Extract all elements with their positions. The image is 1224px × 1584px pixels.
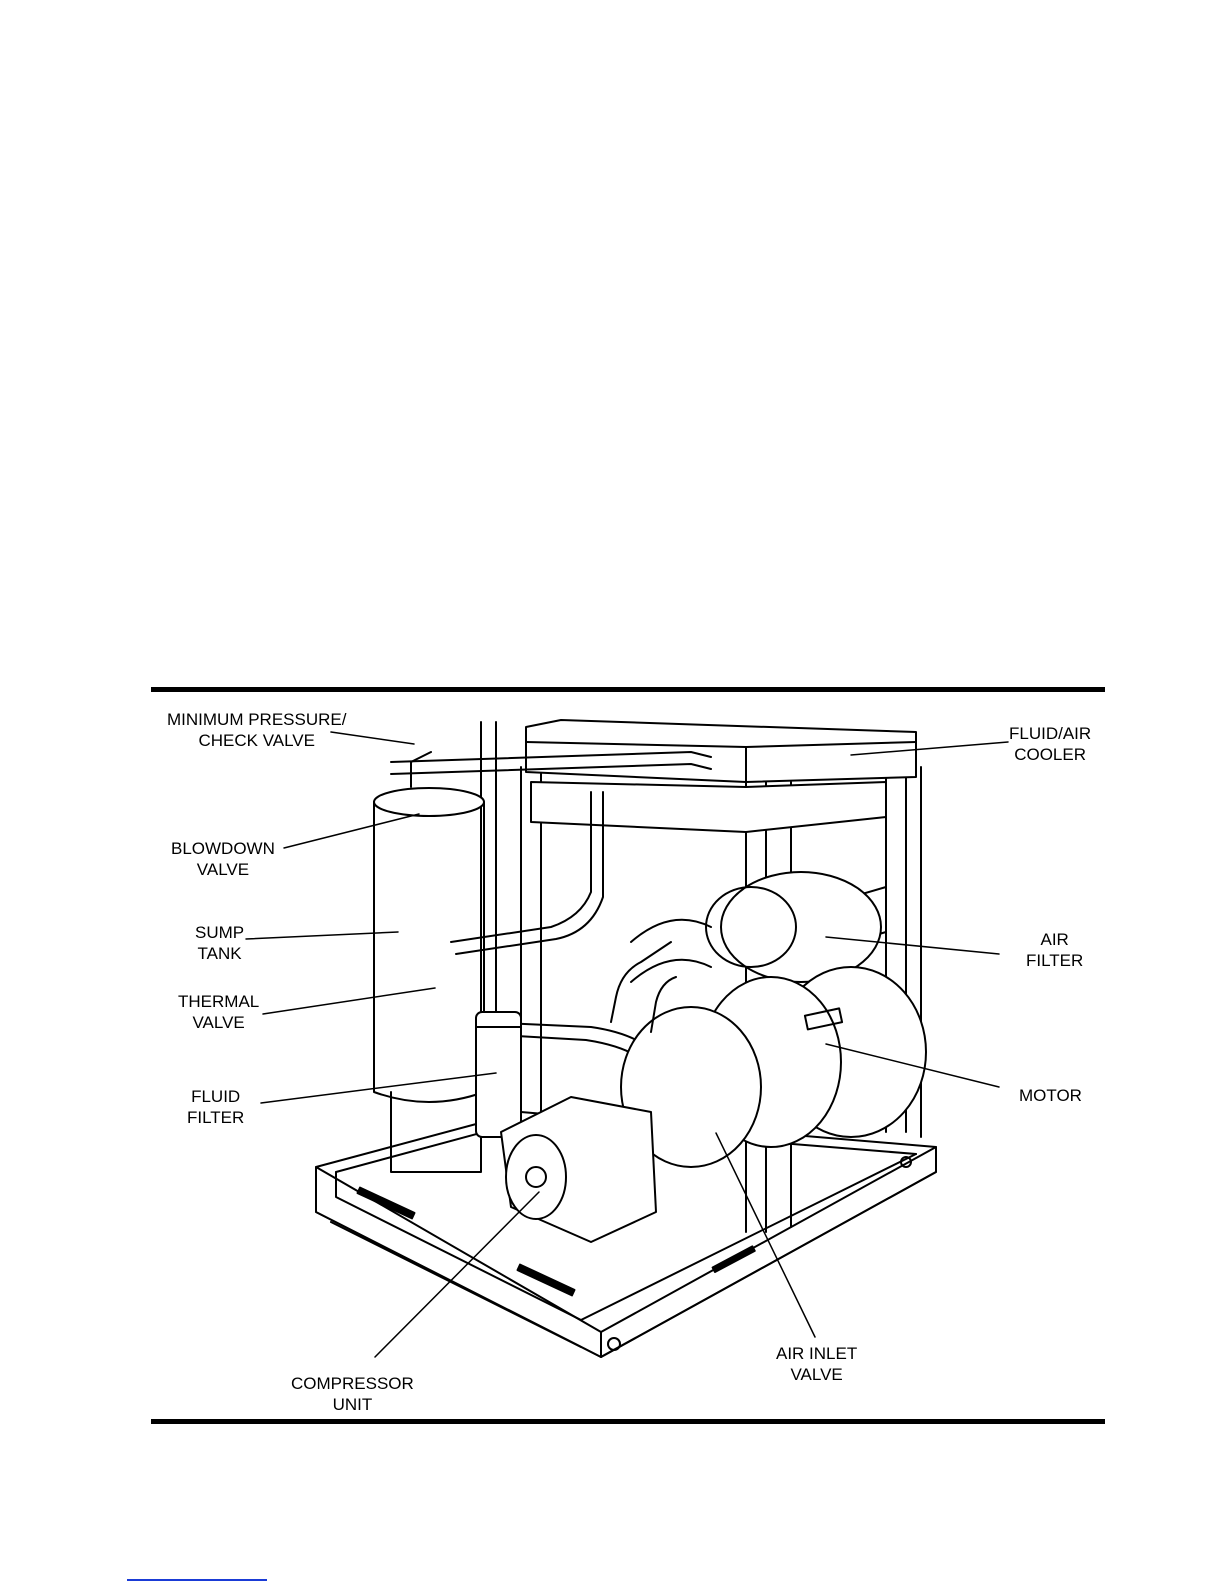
label-compressor: COMPRESSOR UNIT bbox=[291, 1373, 414, 1415]
label-blowdown: BLOWDOWN VALVE bbox=[171, 838, 275, 880]
label-cooler: FLUID/AIR COOLER bbox=[1009, 723, 1091, 765]
label-fluid-filter: FLUID FILTER bbox=[187, 1086, 244, 1128]
label-sump: SUMP TANK bbox=[195, 922, 244, 964]
label-motor: MOTOR bbox=[1019, 1085, 1082, 1106]
compressor-drawing bbox=[151, 692, 1105, 1419]
label-air-filter: AIR FILTER bbox=[1026, 929, 1083, 971]
compressor-assembly-figure: MINIMUM PRESSURE/ CHECK VALVE BLOWDOWN V… bbox=[151, 692, 1105, 1419]
air-filter-shape bbox=[631, 872, 881, 982]
bottom-rule bbox=[151, 1419, 1105, 1424]
label-min-pressure: MINIMUM PRESSURE/ CHECK VALVE bbox=[167, 709, 346, 751]
label-air-inlet: AIR INLET VALVE bbox=[776, 1343, 857, 1385]
footer-link-underline[interactable] bbox=[127, 1579, 267, 1581]
sump-tank-shape bbox=[374, 752, 484, 1172]
label-thermal: THERMAL VALVE bbox=[178, 991, 259, 1033]
cooler-shape bbox=[526, 720, 916, 832]
